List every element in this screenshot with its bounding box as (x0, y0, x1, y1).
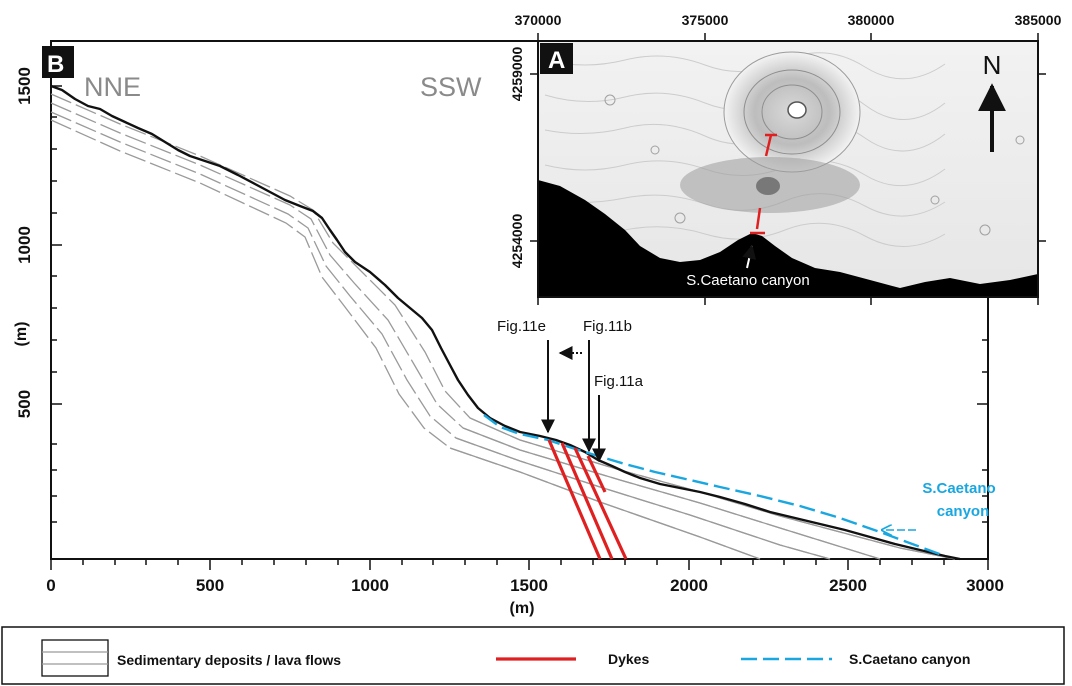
inset-x-tick-380000: 380000 (848, 12, 895, 28)
inset-frame (537, 40, 1039, 298)
legend-label-layers: Sedimentary deposits / lava flows (117, 652, 341, 668)
topographic-surface (50, 84, 961, 561)
inset-map: S.Caetano canyon N A 370000 375000 38000… (509, 12, 1062, 305)
dykes (547, 439, 628, 560)
inset-x-tick-385000: 385000 (1015, 12, 1062, 28)
legend-label-dykes: Dykes (608, 651, 649, 667)
legend: Sedimentary deposits / lava flows Dykes … (1, 626, 1065, 685)
north-label: N (983, 50, 1002, 80)
inset-ticks (530, 33, 1046, 305)
inset-canyon-arrow (742, 244, 757, 269)
x-axis-title: (m) (510, 600, 535, 617)
layer-lines-solid (449, 417, 956, 560)
inset-x-tick-375000: 375000 (682, 12, 729, 28)
direction-ssw: SSW (420, 72, 482, 102)
legend-frame (1, 626, 1065, 685)
x-axis (50, 559, 989, 570)
direction-nne: NNE (84, 72, 141, 102)
x-tick-0: 0 (46, 576, 55, 595)
dyke-3 (573, 447, 628, 560)
y-tick-1000: 1000 (15, 226, 34, 264)
x-tick-2000: 2000 (670, 576, 708, 595)
legend-label-canyon: S.Caetano canyon (849, 651, 970, 667)
inset-x-tick-370000: 370000 (515, 12, 562, 28)
inset-sea (538, 180, 1038, 297)
y-tick-1500: 1500 (15, 67, 34, 105)
annotation-fig11a: Fig.11a (594, 373, 644, 390)
profile-panel: B NNE SSW 500 1000 1500 (m) (13, 40, 1004, 617)
panel-label-b-box (42, 46, 74, 78)
inset-y-tick-4254000: 4254000 (509, 214, 525, 269)
x-tick-1500: 1500 (510, 576, 548, 595)
annotation-fig11e: Fig.11e (497, 318, 546, 335)
dyke-1 (547, 439, 602, 560)
section-trace (750, 133, 777, 235)
canyon-label-line1: S.Caetano (922, 480, 995, 497)
x-tick-500: 500 (196, 576, 224, 595)
inset-relief (538, 41, 1038, 297)
layer-line-1 (50, 93, 956, 560)
panel-label-b: B (47, 51, 64, 78)
panel-label-a: A (548, 47, 565, 74)
y-axis (51, 85, 988, 560)
y-tick-500: 500 (15, 390, 34, 418)
panel-label-a-box (540, 43, 573, 74)
legend-symbol-layers (41, 639, 109, 677)
layer-line-4 (50, 119, 761, 560)
inset-canyon-label: S.Caetano canyon (686, 272, 809, 289)
inset-y-tick-4259000: 4259000 (509, 47, 525, 102)
x-tick-1000: 1000 (351, 576, 389, 595)
dyke-4 (586, 455, 607, 493)
dyke-2 (560, 442, 614, 560)
profile-frame (50, 40, 989, 560)
canyon-label-line2: canyon (937, 503, 990, 520)
x-tick-3000: 3000 (966, 576, 1004, 595)
annotation-fig11b: Fig.11b (583, 318, 632, 335)
canyon-profile-line (483, 414, 946, 558)
y-axis-title: (m) (13, 322, 30, 347)
x-tick-2500: 2500 (829, 576, 867, 595)
